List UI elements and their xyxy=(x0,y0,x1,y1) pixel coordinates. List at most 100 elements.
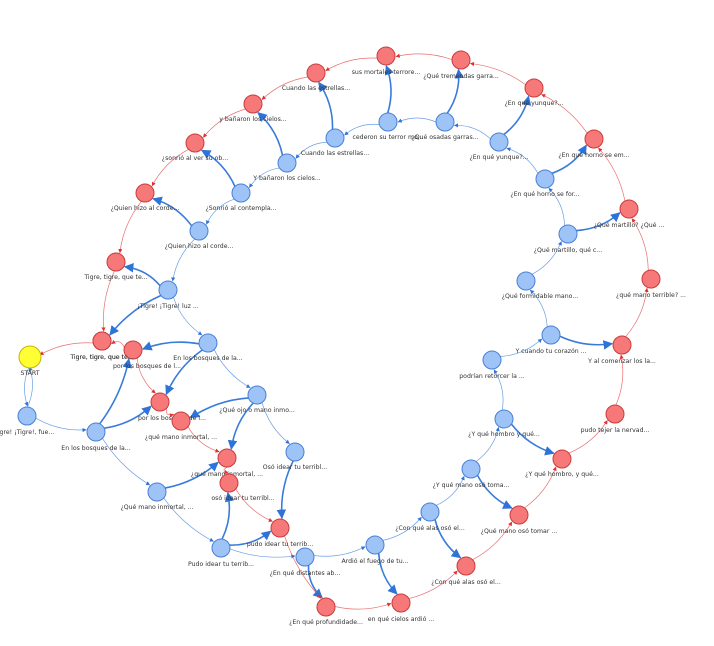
node-b16[interactable]: ¿Qué osadas garras... xyxy=(411,112,479,141)
node-circle-b18[interactable] xyxy=(325,128,345,148)
node-b03[interactable]: ¿Qué mano inmortal, ... xyxy=(120,482,194,511)
node-r05[interactable]: ¿qué mano inmortal, ... xyxy=(191,448,263,478)
node-b05[interactable]: ¿En qué distantes ab... xyxy=(270,547,341,577)
node-r03[interactable]: por los bosques de l... xyxy=(138,392,206,422)
node-r18[interactable]: ¿En qué yunque?... xyxy=(504,78,564,107)
node-circle-start[interactable] xyxy=(18,345,42,369)
node-circle-b19[interactable] xyxy=(277,153,297,173)
node-b02[interactable]: En los bosques de la... xyxy=(61,422,131,452)
node-b10[interactable]: podrían retorcer la ... xyxy=(459,350,525,380)
node-b25[interactable]: Osó idear tu terribl... xyxy=(263,442,327,471)
node-r14[interactable]: Y al comenzar los la... xyxy=(587,335,656,365)
node-circle-b25[interactable] xyxy=(285,442,305,462)
node-circle-r05[interactable] xyxy=(217,448,237,468)
node-r17[interactable]: ¿En qué horno se em... xyxy=(558,129,630,159)
node-r08[interactable]: ¿En qué profundidade... xyxy=(289,597,363,626)
node-r16[interactable]: ¿Qué martillo? ¿Qué ... xyxy=(594,199,665,229)
node-b13[interactable]: ¿Qué martillo, qué c... xyxy=(534,224,602,254)
node-circle-r15[interactable] xyxy=(641,269,661,289)
node-circle-r04[interactable] xyxy=(171,411,191,431)
node-b20[interactable]: ¿Sonrió al contempla... xyxy=(205,183,277,212)
node-circle-b23[interactable] xyxy=(198,333,218,353)
node-circle-r06[interactable] xyxy=(219,473,239,493)
node-r06[interactable]: osó idear tu terribl... xyxy=(211,473,275,502)
node-circle-r25[interactable] xyxy=(106,252,126,272)
node-circle-b08[interactable] xyxy=(461,459,481,479)
node-b07[interactable]: ¿Con qué alas osó el... xyxy=(395,502,465,532)
node-r22[interactable]: y bañaron los cielos... xyxy=(219,94,287,123)
node-b09[interactable]: ¿Y qué hombro y qué... xyxy=(468,409,540,438)
node-b17[interactable]: cederon su terror mo... xyxy=(352,112,424,141)
node-circle-b09[interactable] xyxy=(494,409,514,429)
node-r09[interactable]: en qué cielos ardió ... xyxy=(368,593,435,623)
node-circle-b07[interactable] xyxy=(420,502,440,522)
node-r25[interactable]: Tigre, tigre, que te... xyxy=(83,252,148,281)
node-circle-r14[interactable] xyxy=(612,335,632,355)
node-b14[interactable]: ¿En qué horno se for... xyxy=(510,169,580,198)
node-r23[interactable]: ¿sonrió al ver su ob... xyxy=(162,133,228,162)
node-circle-r19[interactable] xyxy=(451,50,471,70)
node-r07[interactable]: pudo idear tu terrib... xyxy=(247,518,313,548)
node-circle-b10[interactable] xyxy=(482,350,502,370)
node-circle-b16[interactable] xyxy=(435,112,455,132)
node-circle-r23[interactable] xyxy=(185,133,205,153)
node-circle-r20[interactable] xyxy=(376,46,396,66)
node-b19[interactable]: Y bañaron los cielos... xyxy=(252,153,321,182)
node-circle-r17[interactable] xyxy=(584,129,604,149)
node-circle-r13[interactable] xyxy=(605,404,625,424)
node-r26[interactable]: Tigre, tigre, que te... xyxy=(69,331,134,361)
node-r21[interactable]: Cuando las estrellas... xyxy=(282,63,350,92)
node-circle-b22[interactable] xyxy=(158,280,178,300)
node-circle-b04[interactable] xyxy=(211,538,231,558)
node-r24[interactable]: ¿Quien hizo al corde... xyxy=(111,183,180,212)
node-circle-r11[interactable] xyxy=(509,505,529,525)
node-circle-r12[interactable] xyxy=(552,449,572,469)
node-circle-r08[interactable] xyxy=(316,597,336,617)
node-b18[interactable]: Cuando las estrellas... xyxy=(301,128,369,157)
node-circle-b17[interactable] xyxy=(378,112,398,132)
node-circle-b03[interactable] xyxy=(147,482,167,502)
node-b24[interactable]: ¿Qué ojo o mano inmo... xyxy=(219,385,295,414)
node-b23[interactable]: En los bosques de la... xyxy=(173,333,243,362)
node-circle-r21[interactable] xyxy=(306,63,326,83)
node-r13[interactable]: pudo tejer la nervad... xyxy=(581,404,650,434)
node-circle-r18[interactable] xyxy=(524,78,544,98)
node-circle-b06[interactable] xyxy=(365,535,385,555)
node-b11[interactable]: Y cuando tu corazón ... xyxy=(514,325,587,355)
node-circle-b21[interactable] xyxy=(189,221,209,241)
node-circle-b12[interactable] xyxy=(516,271,536,291)
node-circle-b20[interactable] xyxy=(231,183,251,203)
node-circle-r26[interactable] xyxy=(92,331,112,351)
node-circle-b05[interactable] xyxy=(295,547,315,567)
node-circle-r16[interactable] xyxy=(619,199,639,219)
node-circle-b01[interactable] xyxy=(17,406,37,426)
node-b01[interactable]: ¡Tigre! ¡Tigre!, fue... xyxy=(0,406,54,436)
node-r02[interactable]: por los bosques de l... xyxy=(113,340,181,370)
node-circle-b24[interactable] xyxy=(247,385,267,405)
node-b21[interactable]: ¿Quien hizo al corde... xyxy=(165,221,234,250)
node-r11[interactable]: ¿Qué mano osó tomar ... xyxy=(481,505,558,535)
node-circle-r09[interactable] xyxy=(391,593,411,613)
node-r12[interactable]: ¿Y qué hombro, y qué... xyxy=(525,449,599,478)
node-r10[interactable]: ¿Con qué alas osó el... xyxy=(431,556,501,586)
node-b08[interactable]: ¿Y qué mano osó toma... xyxy=(433,459,510,489)
node-r15[interactable]: ¿qué mano terrible? ... xyxy=(616,269,686,299)
node-circle-r03[interactable] xyxy=(150,392,170,412)
node-circle-b02[interactable] xyxy=(86,422,106,442)
node-b12[interactable]: ¿Qué formidable mano... xyxy=(502,271,578,300)
node-circle-b14[interactable] xyxy=(535,169,555,189)
node-circle-r22[interactable] xyxy=(243,94,263,114)
node-r04[interactable]: ¿qué mano inmortal, ... xyxy=(145,411,217,441)
node-circle-r10[interactable] xyxy=(456,556,476,576)
node-circle-b11[interactable] xyxy=(541,325,561,345)
node-b04[interactable]: Pudo idear tu terrib... xyxy=(188,538,254,568)
node-b15[interactable]: ¿En qué yunque?... xyxy=(469,132,529,161)
node-circle-r07[interactable] xyxy=(270,518,290,538)
node-circle-b13[interactable] xyxy=(558,224,578,244)
node-r19[interactable]: ¿Qué tremendas garra... xyxy=(423,50,499,80)
node-start[interactable]: START xyxy=(18,345,42,377)
node-circle-b15[interactable] xyxy=(489,132,509,152)
node-circle-r02[interactable] xyxy=(123,340,143,360)
node-r20[interactable]: sus mortales terrore... xyxy=(352,46,421,76)
node-b06[interactable]: Ardió el fuego de tu... xyxy=(341,535,409,565)
